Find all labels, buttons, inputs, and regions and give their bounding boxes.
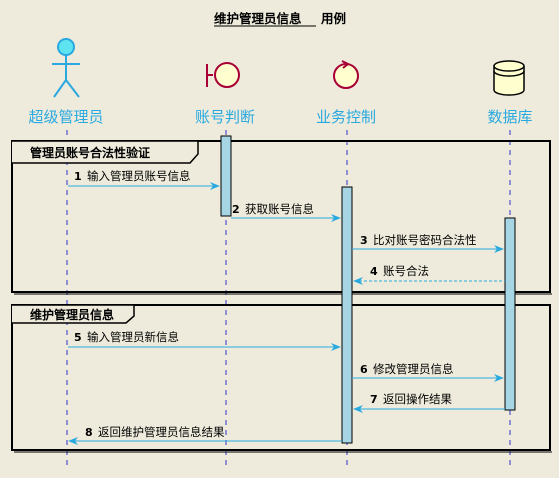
actor-icon [52,38,80,98]
message-text: 输入管理员新信息 [87,330,179,344]
activation-db [504,217,516,411]
diagram-title: 维护管理员信息 用例 [214,11,346,27]
fragment-label: 维护管理员信息 [30,307,114,322]
participant-db: 数据库 [487,60,533,126]
title-main: 维护管理员信息 [214,11,302,26]
participant-label: 数据库 [487,108,532,126]
fragment-box [11,304,551,451]
message-text: 返回操作结果 [383,392,452,406]
fragment-box [11,140,551,293]
fragment-maintain: 维护管理员信息 [11,304,552,453]
message-number: 4 [370,265,378,278]
activations [220,135,516,444]
fragment-validation: 管理员账号合法性验证 [11,140,552,295]
fragment-label: 管理员账号合法性验证 [30,145,150,160]
message-8: 8 返回维护管理员信息结果 [68,425,342,445]
title-suffix: 用例 [320,11,346,26]
message-number: 3 [360,234,368,247]
message-text: 获取账号信息 [245,202,314,216]
message-4: 4 账号合法 [353,264,505,285]
database-icon [493,60,525,96]
fragment-tab [12,304,135,324]
participant-check: 账号判断 [195,62,255,126]
message-number: 8 [85,426,93,439]
message-3: 3 比对账号密码合法性 [352,233,504,253]
message-number: 5 [74,331,82,344]
control-icon [333,60,359,89]
message-text: 账号合法 [383,264,429,278]
message-number: 6 [360,363,368,376]
message-text: 输入管理员账号信息 [87,169,191,183]
messages: 1 输入管理员账号信息 2 获取账号信息 3 比对账号密码合法性 4 账号合法 … [68,169,505,445]
message-6: 6 修改管理员信息 [352,362,504,382]
activation-check [220,135,232,217]
message-1: 1 输入管理员账号信息 [68,169,220,190]
message-text: 比对账号密码合法性 [373,233,477,247]
message-number: 1 [74,170,82,183]
message-number: 7 [370,393,378,406]
fragment-tab [12,140,199,164]
participant-label: 账号判断 [195,108,255,126]
message-5: 5 输入管理员新信息 [68,330,341,351]
message-text: 返回维护管理员信息结果 [98,425,225,439]
participant-admin: 超级管理员 [28,38,104,126]
participant-label: 超级管理员 [28,108,103,126]
message-number: 2 [232,203,240,216]
participant-biz: 业务控制 [316,60,376,126]
activation-biz [341,186,353,444]
message-2: 2 获取账号信息 [231,202,341,222]
message-7: 7 返回操作结果 [353,392,505,413]
boundary-icon [206,62,240,88]
participant-label: 业务控制 [316,108,376,126]
message-text: 修改管理员信息 [373,362,454,376]
